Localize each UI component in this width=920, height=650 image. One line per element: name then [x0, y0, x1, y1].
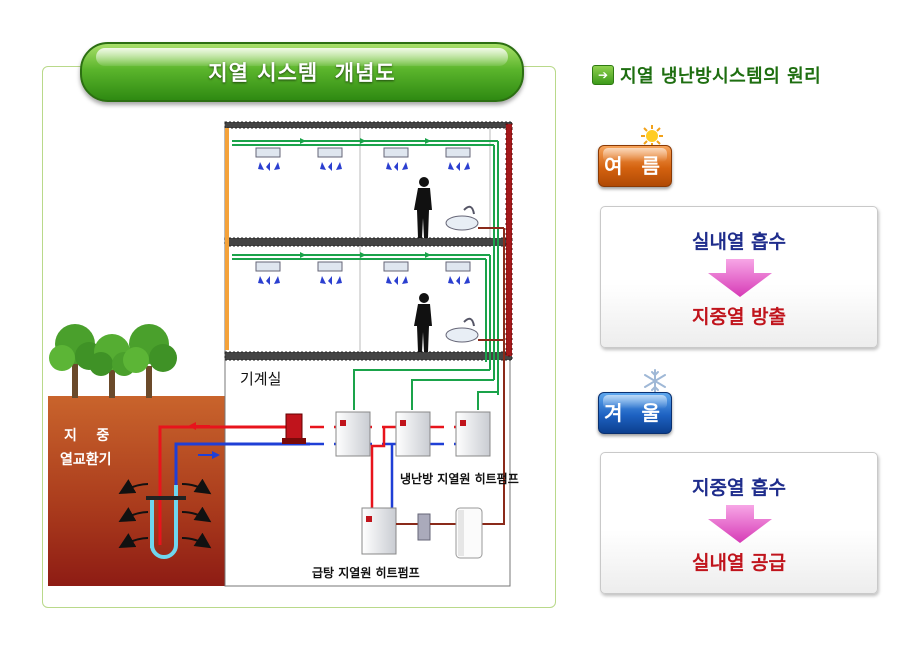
diagram-title: 지열 시스템 개념도 [208, 61, 396, 85]
airflow-arrow-icon [258, 162, 470, 285]
sink-icon [445, 205, 504, 343]
heat-pump-unit-icon [335, 411, 491, 457]
winter-label: 겨 울 [604, 401, 666, 425]
hotwater-heat-pump-label: 급탕 지열원 히트펌프 [312, 565, 420, 580]
summer-card-bottom: 지중열 방출 [691, 306, 786, 328]
principle-header: ➔ 지열 냉난방시스템의 원리 [592, 62, 821, 88]
winter-card-top: 지중열 흡수 [691, 477, 786, 499]
circulation-pump-icon [282, 413, 306, 444]
principle-header-text: 지열 냉난방시스템의 원리 [620, 66, 822, 87]
person-silhouette-icon [414, 177, 432, 352]
arrow-down-icon [708, 505, 772, 543]
winter-badge: 겨 울 [598, 392, 672, 434]
diagram-title-banner: 지열 시스템 개념도 [80, 42, 524, 102]
summer-label: 여 름 [604, 154, 666, 178]
tree-icon [123, 324, 177, 398]
summer-card: 실내열 흡수 지중열 방출 [600, 206, 878, 348]
ground-heat-exchanger [150, 425, 310, 559]
fan-coil-unit-icon [255, 147, 471, 272]
summer-card-top: 실내열 흡수 [691, 231, 786, 253]
snowflake-icon [644, 369, 666, 393]
arrow-down-icon [708, 259, 772, 297]
winter-card: 지중열 흡수 실내열 공급 [600, 452, 878, 594]
arrow-right-icon: ➔ [592, 65, 614, 85]
hvac-heat-pump-label: 냉난방 지열원 히트펌프 [400, 471, 519, 486]
hotwater-heat-pump-icon [361, 507, 456, 555]
hot-water-tank-icon [455, 507, 483, 559]
ground-hx-label-2: 열교환기 [60, 451, 112, 468]
soil-block [48, 396, 230, 586]
summer-badge: 여 름 [598, 145, 672, 187]
winter-card-bottom: 실내열 공급 [691, 552, 786, 574]
ground-hx-label-1: 지 중 [64, 428, 109, 444]
machine-room-label: 기계실 [240, 370, 281, 388]
